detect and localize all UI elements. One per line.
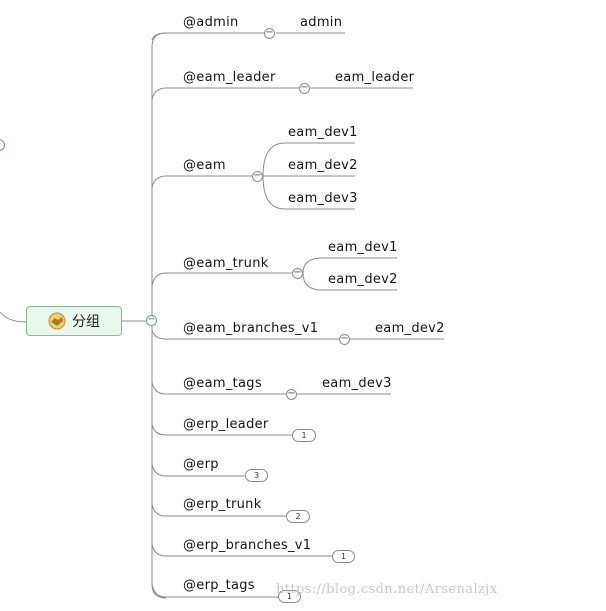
branch-admin <box>151 32 270 41</box>
collapsed-count-badge-erp-branches-v1[interactable]: 1 <box>332 550 355 563</box>
collapsed-count-badge-erp-tags[interactable]: 1 <box>278 590 301 603</box>
branch-erp_tags <box>151 583 278 598</box>
branch-eam_branches_v1 <box>151 329 344 340</box>
group-label-erp-branches-v1[interactable]: @erp_branches_v1 <box>183 538 312 553</box>
link-eam-dev1 <box>262 142 355 177</box>
member-label-eam-dev1[interactable]: eam_dev1 <box>288 125 358 140</box>
link-eam_trunk-dev1 <box>302 257 397 274</box>
root-incoming-link <box>0 311 27 323</box>
group-label-admin[interactable]: @admin <box>183 15 239 30</box>
collapse-button-eam-branches-v1[interactable]: − <box>339 333 350 345</box>
group-label-erp-tags[interactable]: @erp_tags <box>183 578 255 593</box>
branch-erp <box>151 463 245 477</box>
group-label-eam[interactable]: @eam <box>183 158 226 173</box>
member-label-eam-tags-dev3[interactable]: eam_dev3 <box>322 376 392 391</box>
collapse-button-eam-tags[interactable]: − <box>286 388 297 400</box>
collapse-button-eam-trunk[interactable]: − <box>292 267 303 279</box>
group-label-eam-branches-v1[interactable]: @eam_branches_v1 <box>183 321 319 336</box>
member-label-eam-dev3[interactable]: eam_dev3 <box>288 191 358 206</box>
member-label-admin[interactable]: admin <box>300 15 343 30</box>
link-eam-dev3 <box>262 175 355 210</box>
branch-erp_leader <box>151 423 292 436</box>
collapsed-count-badge-erp-trunk[interactable]: 2 <box>286 510 310 523</box>
branch-eam <box>151 175 257 189</box>
member-label-eam-branches-v1-dev2[interactable]: eam_dev2 <box>375 321 445 336</box>
collapse-button-eam-leader[interactable]: − <box>299 82 310 94</box>
member-label-eam-trunk-dev2[interactable]: eam_dev2 <box>328 272 398 287</box>
root-collapse-button[interactable]: − <box>146 314 157 326</box>
branch-eam_trunk <box>151 272 297 287</box>
member-label-eam-leader[interactable]: eam_leader <box>335 70 415 85</box>
root-label: 分组 <box>72 314 100 330</box>
branch-eam_tags <box>151 381 291 395</box>
collapsed-count-badge-erp-leader[interactable]: 1 <box>292 429 316 442</box>
member-label-eam-trunk-dev1[interactable]: eam_dev1 <box>328 240 398 255</box>
watermark-text: https://blog.csdn.net/Arsenalzjx <box>276 582 498 597</box>
collapse-button-admin[interactable]: − <box>264 27 275 39</box>
branch-erp_trunk <box>151 503 286 517</box>
link-eam_trunk-dev2 <box>302 272 397 291</box>
group-label-eam-trunk[interactable]: @eam_trunk <box>183 256 269 271</box>
branch-eam_leader <box>151 87 304 101</box>
group-label-eam-leader[interactable]: @eam_leader <box>183 70 276 85</box>
branch-erp_branches_v1 <box>151 543 332 557</box>
collapse-button-eam[interactable]: − <box>252 170 263 182</box>
group-label-erp-trunk[interactable]: @erp_trunk <box>183 497 262 512</box>
group-label-erp[interactable]: @erp <box>183 457 219 472</box>
group-label-erp-leader[interactable]: @erp_leader <box>183 417 269 432</box>
member-label-eam-dev2[interactable]: eam_dev2 <box>288 158 358 173</box>
collapsed-count-badge-erp[interactable]: 3 <box>245 469 268 482</box>
handshake-icon <box>48 312 66 330</box>
group-label-eam-tags[interactable]: @eam_tags <box>183 376 262 391</box>
root-node[interactable]: 分组 <box>26 306 122 336</box>
